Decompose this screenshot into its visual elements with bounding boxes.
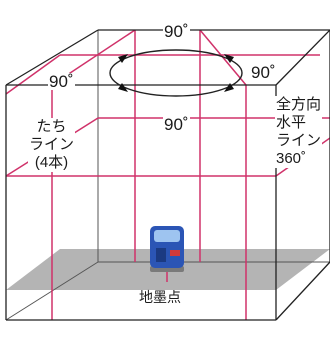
ground-point-label: 地墨点 xyxy=(138,289,182,305)
front-angle-label: 90˚ xyxy=(163,115,190,134)
top-angle-label: 90˚ xyxy=(163,22,190,41)
laser-level-device xyxy=(150,226,184,282)
left-angle-label: 90˚ xyxy=(48,72,75,91)
rotation-ellipse xyxy=(109,49,243,97)
right-angle-label: 90˚ xyxy=(250,63,277,82)
vertical-lines-label: たち ライン (4本) xyxy=(28,118,76,172)
rotation-arrows xyxy=(118,54,234,92)
horizontal-line-label: 全方向 水平 ライン 360˚ xyxy=(275,96,323,168)
